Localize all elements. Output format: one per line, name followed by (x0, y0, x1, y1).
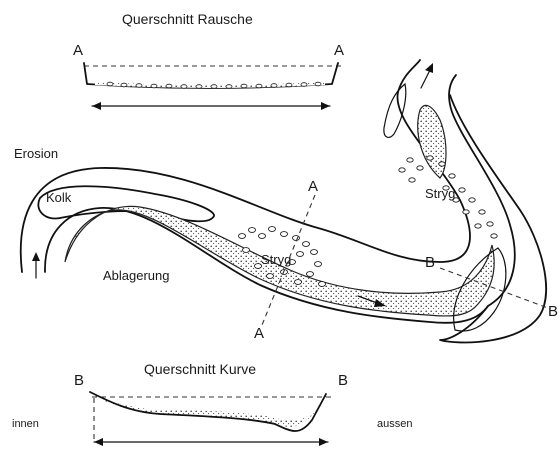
bend-deposition-fill (92, 394, 326, 427)
flow-arrow-outlet (421, 63, 433, 88)
erosion-label: Erosion (14, 146, 58, 161)
bend-width-arrowhead-left (94, 438, 103, 446)
river-channel (21, 60, 546, 342)
bend-outer-label: aussen (377, 418, 412, 430)
deposition-label: Ablagerung (103, 268, 170, 283)
section-b-left-label: B (425, 254, 435, 271)
riffle-width-arrowhead-left (92, 102, 101, 110)
section-a-bottom-label: A (254, 325, 264, 342)
bend-section-title: Querschnitt Kurve (144, 361, 256, 377)
bend-cross-section: Querschnitt Kurve B B innen aussen (12, 361, 412, 446)
flow-arrow-inlet (32, 252, 40, 278)
bend-inner-label: innen (12, 418, 39, 430)
section-b-right-label: B (548, 303, 558, 320)
upper-small-island (384, 84, 406, 137)
riffle-width-arrowhead-right (321, 102, 330, 110)
riffle-cross-section: Querschnitt Rausche A A (73, 11, 344, 110)
riffle-section-label-left: A (73, 42, 83, 59)
bend-width-arrowhead-right (319, 438, 328, 446)
section-a-top-label: A (308, 178, 318, 195)
bend-section-label-left: B (74, 372, 84, 389)
riffle-section-title: Querschnitt Rausche (122, 11, 253, 27)
riffle-bed-stones (107, 82, 321, 88)
bend-section-label-right: B (338, 372, 348, 389)
pool-label: Kolk (46, 190, 72, 205)
river-outer-bank (21, 60, 470, 272)
riffle-label-upper: Stryg (425, 186, 455, 201)
riffle-section-label-right: A (334, 42, 344, 59)
